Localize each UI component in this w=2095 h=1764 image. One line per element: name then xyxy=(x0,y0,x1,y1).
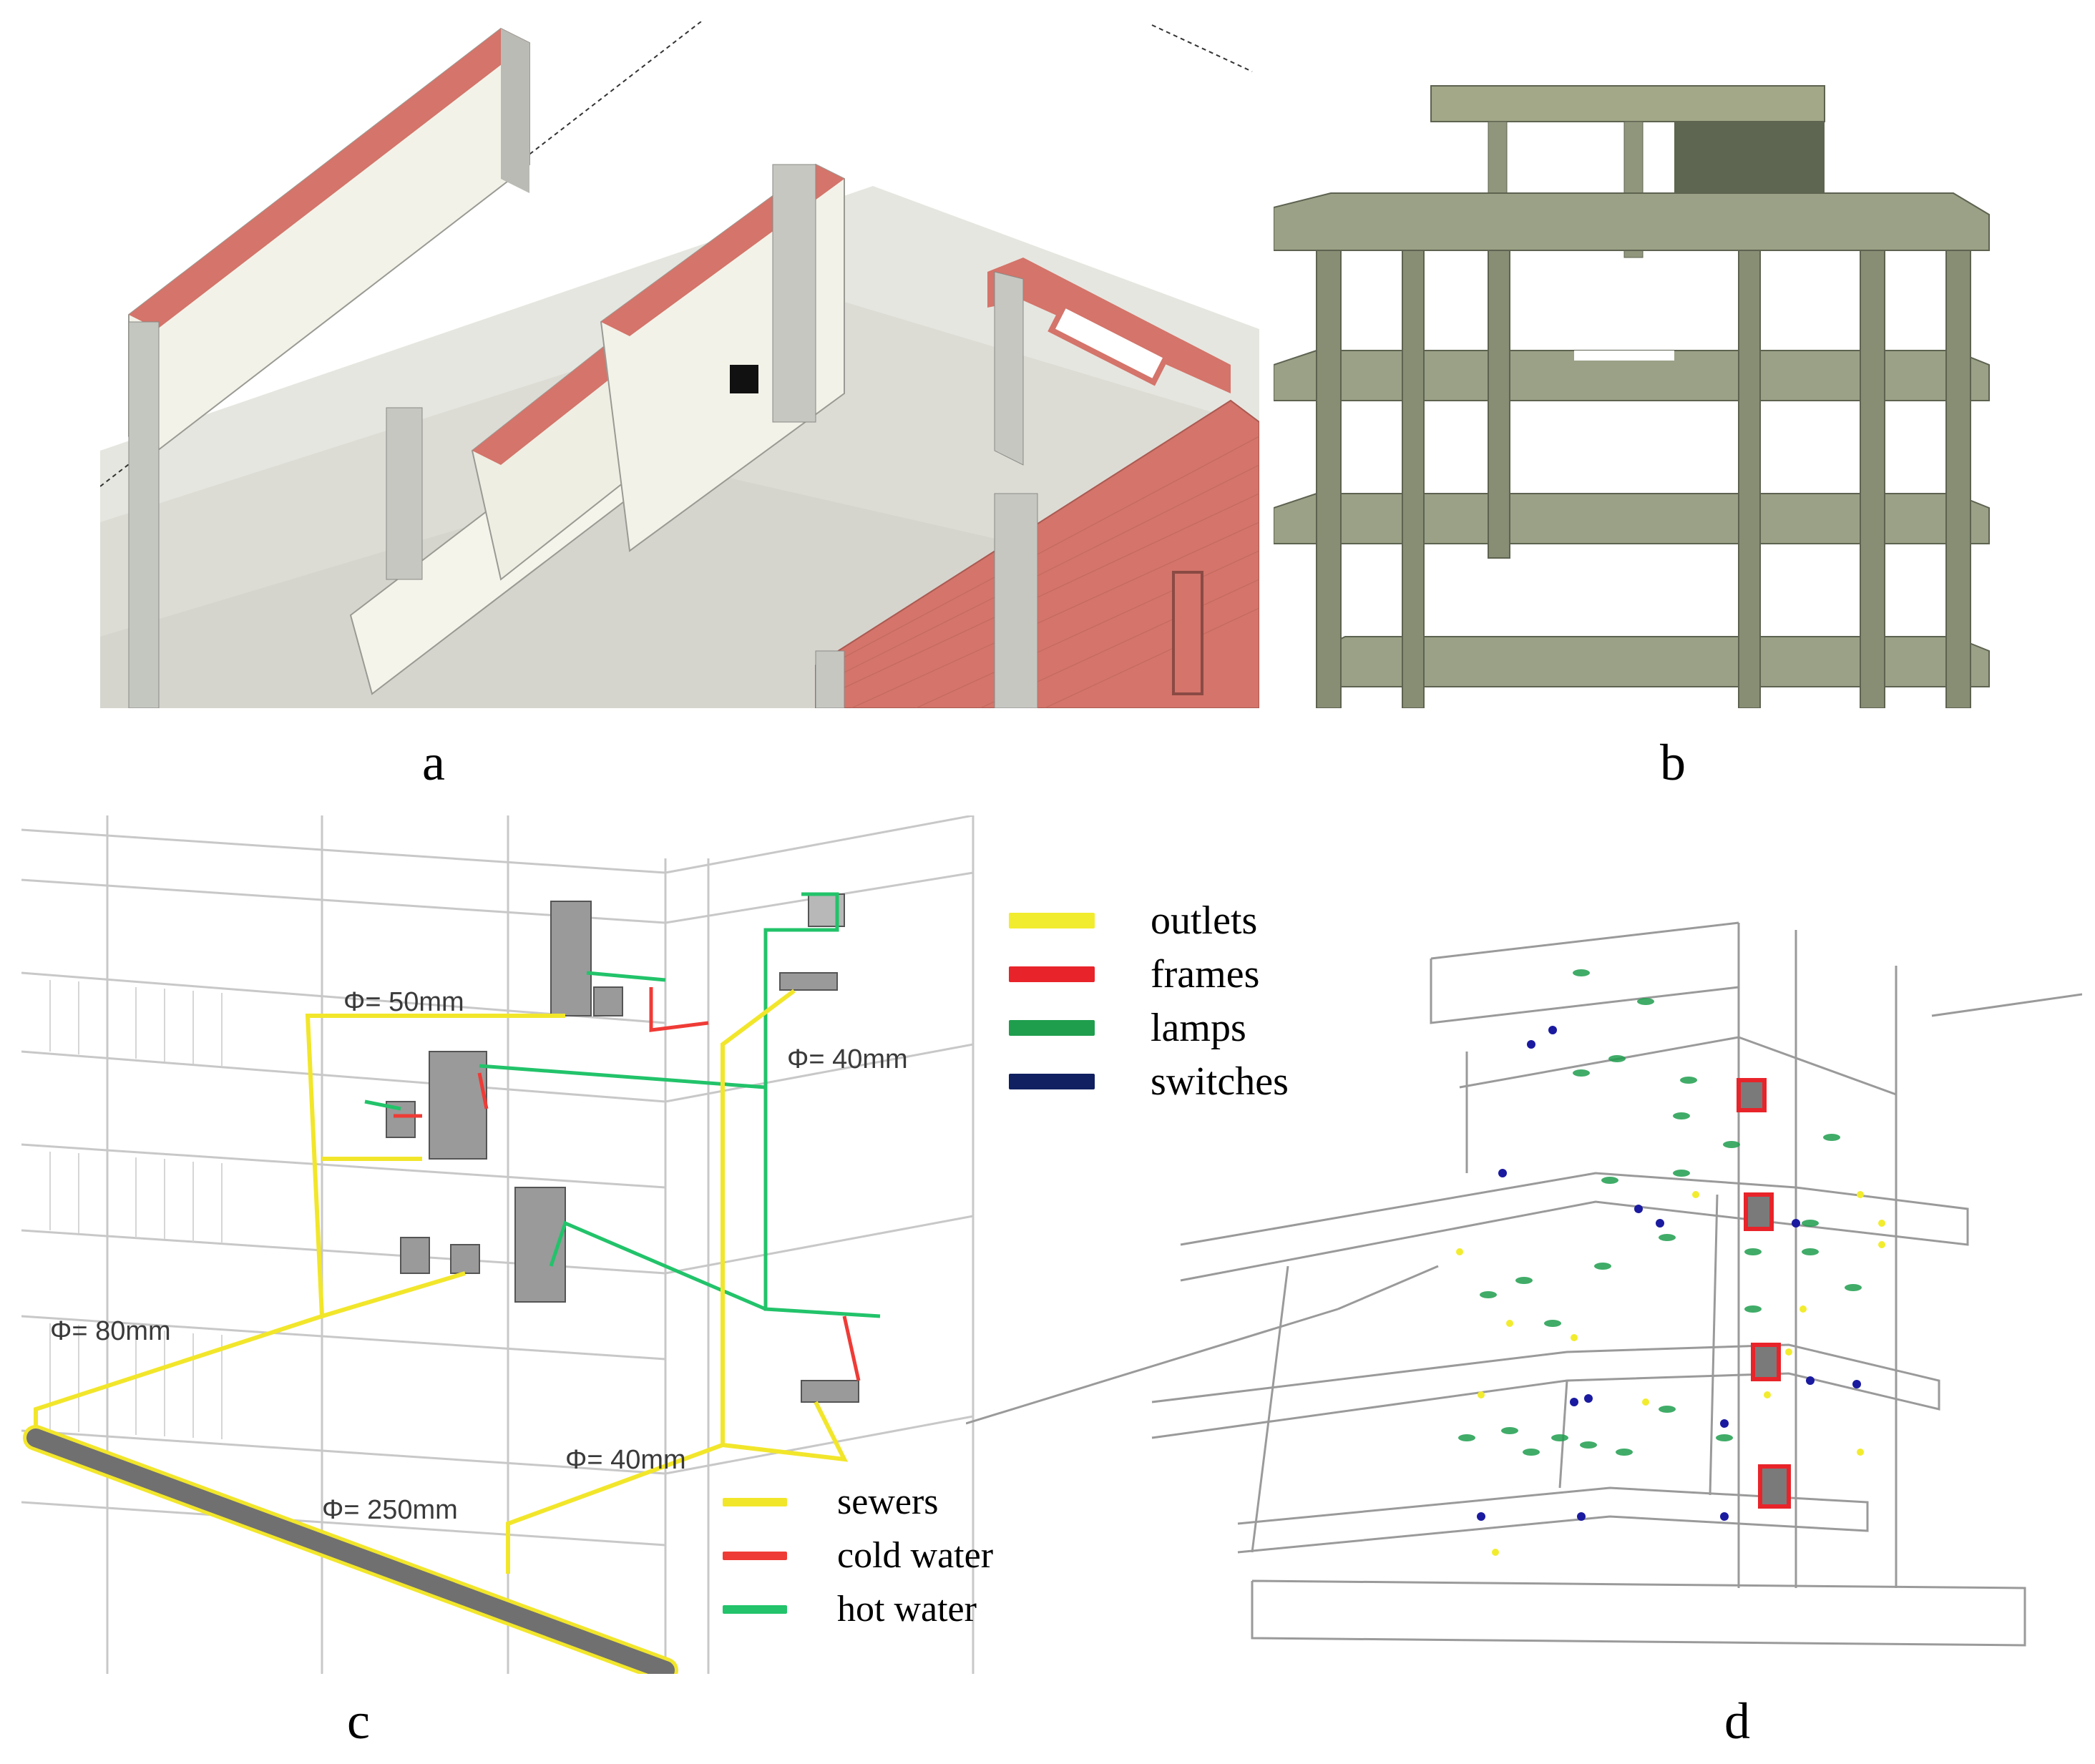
water-heater xyxy=(429,1051,487,1160)
columns xyxy=(1316,250,1971,708)
column xyxy=(815,650,845,708)
sink xyxy=(779,972,838,991)
section-line xyxy=(1151,24,1253,72)
legend-label-switches: switches xyxy=(1151,1059,1289,1104)
panel-c-plumbing-model: Φ= 50mm Φ= 40mm Φ= 80mm Φ= 40mm Φ= 250mm… xyxy=(21,815,1066,1747)
panel-letter-c: c xyxy=(347,1692,370,1750)
legend-swatch-switches xyxy=(1009,1074,1095,1089)
legend-item-sewers: sewers xyxy=(723,1481,939,1523)
legend-label-frames: frames xyxy=(1151,952,1260,996)
column xyxy=(386,407,423,580)
legend-swatch-frames xyxy=(1009,966,1095,982)
frame xyxy=(1744,1192,1774,1231)
legend-swatch-cold-water xyxy=(723,1551,787,1560)
column xyxy=(1316,250,1342,708)
brick-top-edge xyxy=(129,29,529,329)
panel-letter-a: a xyxy=(422,734,445,791)
penthouse-roof xyxy=(1430,85,1825,122)
column xyxy=(1738,250,1761,708)
sink xyxy=(801,1380,859,1403)
switches xyxy=(1477,1026,1861,1521)
toilet xyxy=(450,1244,480,1274)
legend-item-cold-water: cold water xyxy=(723,1534,993,1577)
legend-swatch-lamps xyxy=(1009,1020,1095,1036)
legend-swatch-outlets xyxy=(1009,913,1095,928)
dimension-label-sewer-50: Φ= 50mm xyxy=(343,987,464,1017)
legend-label-sewers: sewers xyxy=(837,1481,939,1522)
electrical-frames xyxy=(1737,1078,1791,1509)
panel-letter-d: d xyxy=(1724,1692,1750,1750)
dimension-label-sewer-40: Φ= 40mm xyxy=(565,1445,686,1475)
legend-label-cold-water: cold water xyxy=(837,1535,994,1576)
outlets xyxy=(1456,1191,1885,1556)
column xyxy=(501,29,529,193)
column xyxy=(1402,250,1425,708)
water-heater xyxy=(550,901,592,1016)
dimension-label-main-250: Φ= 250mm xyxy=(322,1495,458,1525)
toilet xyxy=(400,1237,430,1274)
electrical-layout-diagram xyxy=(966,921,2082,1647)
panel-b-structural-model: b xyxy=(1274,64,1996,788)
door-opening xyxy=(730,365,758,393)
panel-letter-b: b xyxy=(1660,734,1686,791)
balcony-railings xyxy=(49,980,223,1439)
panel-d-electrical-model: d xyxy=(966,908,2082,1747)
toilet xyxy=(593,986,623,1016)
legend-item-outlets: outlets xyxy=(1009,898,1257,944)
cold-water-pipes xyxy=(394,987,861,1381)
main-sewer-pipe xyxy=(26,1429,675,1674)
column xyxy=(1860,250,1885,708)
legend-item-frames: frames xyxy=(1009,951,1259,997)
legend-label-outlets: outlets xyxy=(1151,898,1258,943)
panel-a-architectural-model: a xyxy=(100,21,1259,788)
legend-item-lamps: lamps xyxy=(1009,1005,1246,1051)
legend-label-lamps: lamps xyxy=(1151,1006,1246,1050)
column xyxy=(128,321,160,708)
column xyxy=(1945,250,1971,708)
slab-opening xyxy=(1574,351,1674,361)
floor-slab xyxy=(1274,192,1990,251)
column xyxy=(994,271,1024,466)
hot-water-pipes xyxy=(364,892,881,1318)
frame xyxy=(1758,1464,1791,1509)
legend-swatch-sewers xyxy=(723,1497,787,1506)
lamps xyxy=(1458,969,1862,1456)
column xyxy=(1488,250,1510,559)
legend-swatch-hot-water xyxy=(723,1604,787,1614)
column xyxy=(772,164,816,423)
building-wireframe xyxy=(966,921,2082,1647)
legend-item-hot-water: hot water xyxy=(723,1588,977,1630)
window-opening xyxy=(1048,300,1171,386)
concrete-frame-3d-model xyxy=(1274,85,1990,708)
column xyxy=(994,493,1038,708)
legend-label-hot-water: hot water xyxy=(837,1589,977,1630)
frame xyxy=(1751,1343,1781,1381)
fixtures xyxy=(386,893,859,1403)
dimension-label-sewer-80: Φ= 80mm xyxy=(50,1316,171,1346)
dimension-label-pipe-40: Φ= 40mm xyxy=(787,1044,908,1074)
sewer-pipes xyxy=(34,989,849,1574)
window-opening xyxy=(1172,571,1203,695)
walls-3d-model xyxy=(100,21,1259,708)
frame xyxy=(1737,1078,1767,1112)
plumbing-network-diagram xyxy=(21,815,975,1674)
legend-item-switches: switches xyxy=(1009,1059,1289,1104)
